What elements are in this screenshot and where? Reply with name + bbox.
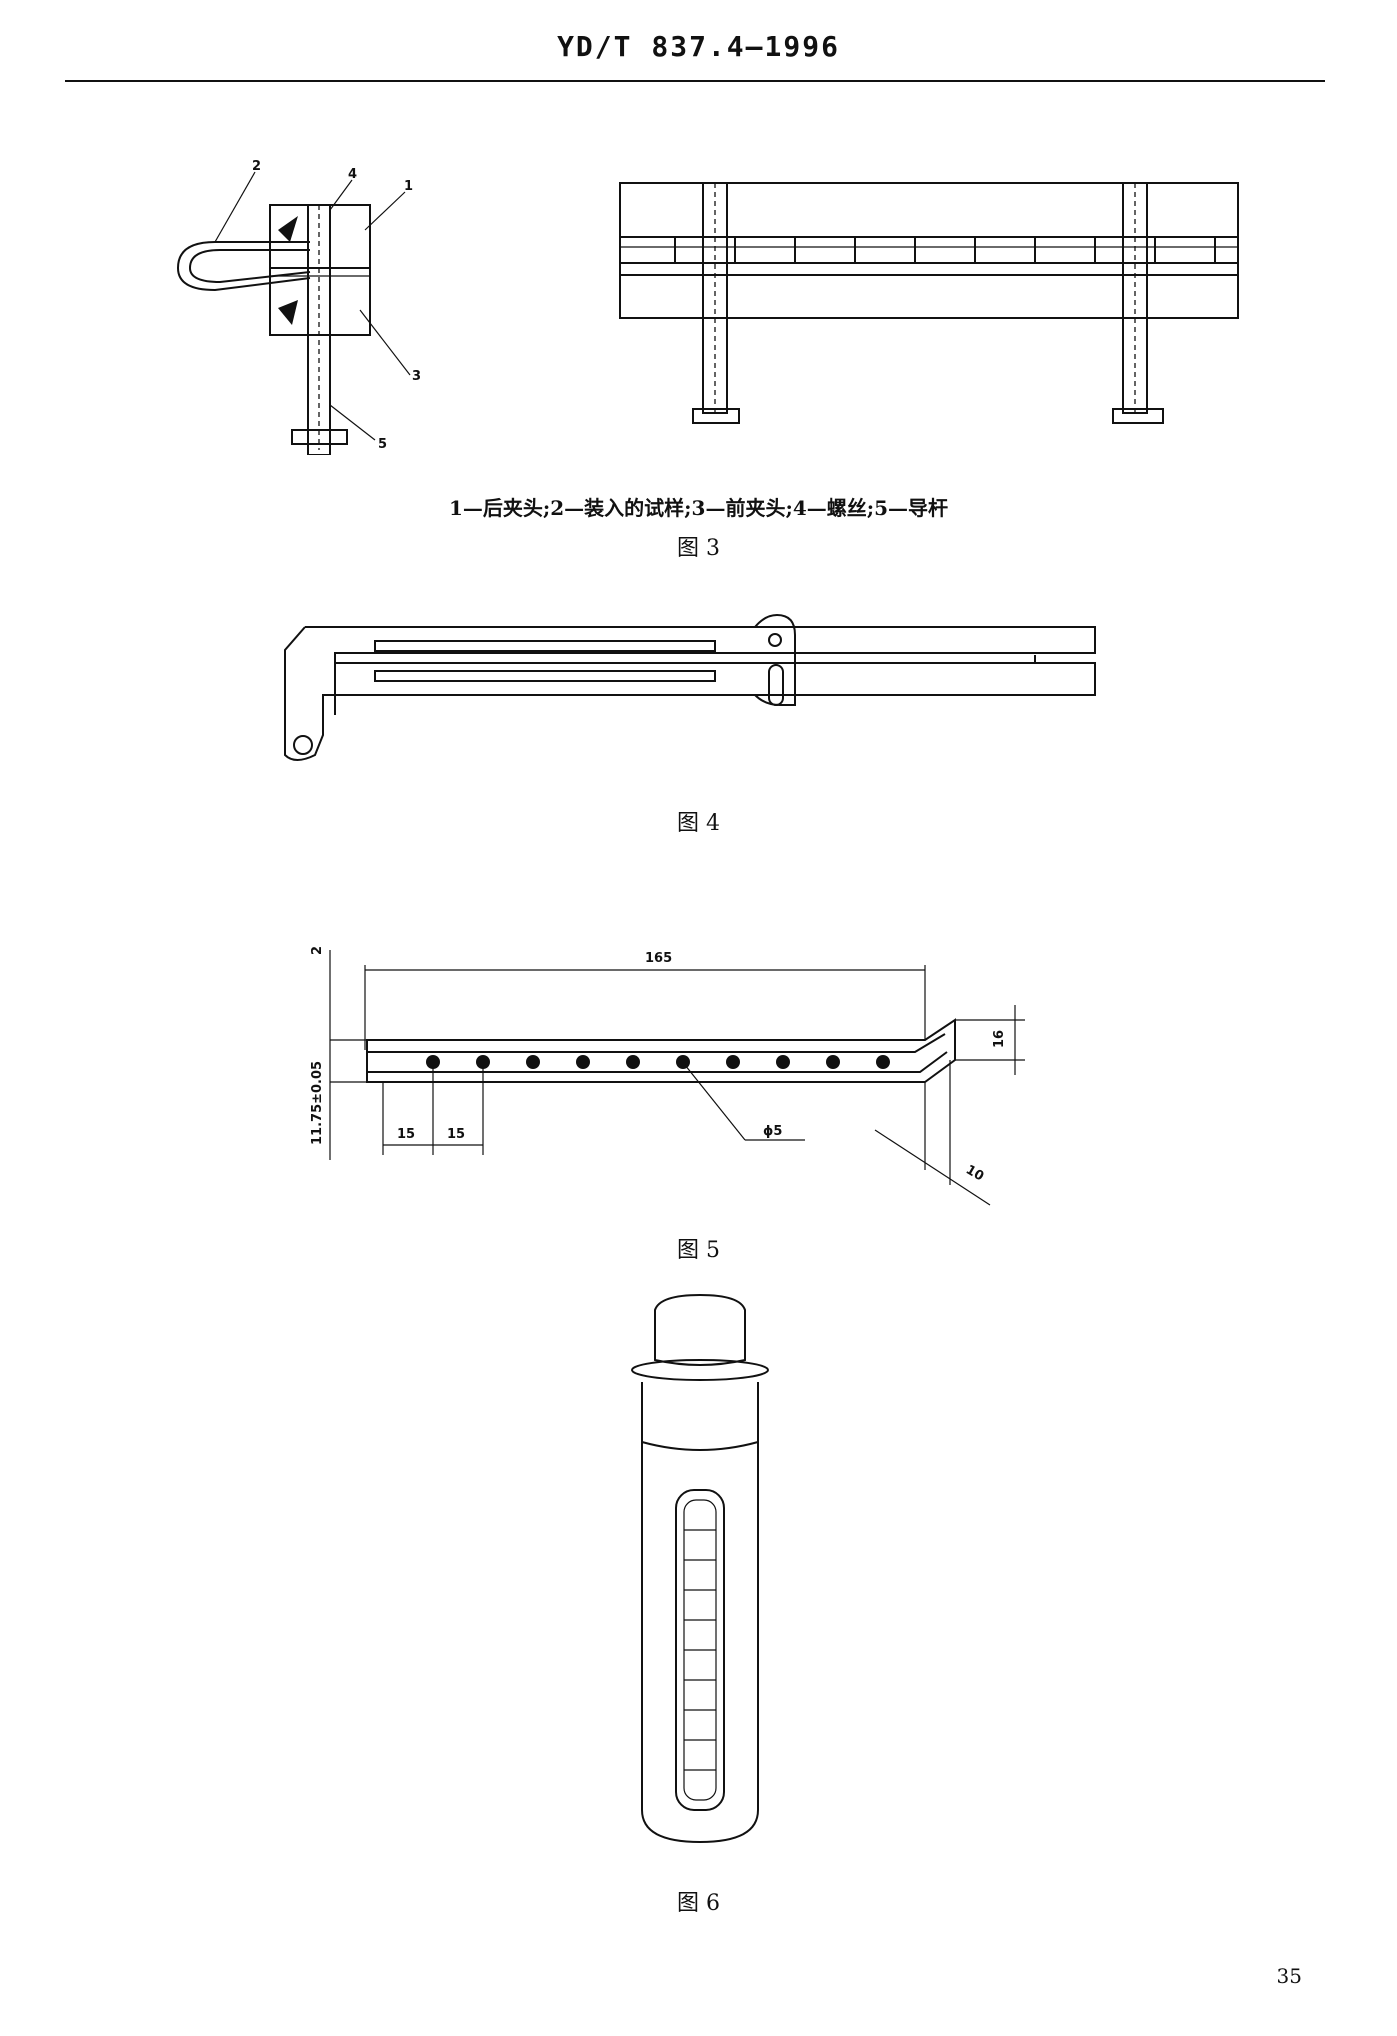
figure3-caption: 图 3 bbox=[677, 536, 720, 561]
callout-1: 1 bbox=[404, 179, 413, 194]
figure3-legend: 1—后夹头;2—装入的试样;3—前夹头;4—螺丝;5—导杆 bbox=[448, 496, 949, 520]
figure5-caption: 图 5 bbox=[677, 1238, 720, 1263]
figure4-caption: 图 4 bbox=[677, 811, 720, 836]
callout-2: 2 bbox=[252, 159, 261, 174]
dim-pitch-a: 15 bbox=[397, 1127, 415, 1142]
standard-header: YD/T 837.4—1996 bbox=[557, 30, 840, 63]
dim-pitch-b: 15 bbox=[447, 1127, 465, 1142]
figure4-drawing bbox=[284, 613, 1096, 761]
dim-end: 10 bbox=[963, 1162, 986, 1184]
figure6-caption: 图 6 bbox=[677, 1891, 720, 1916]
callout-5: 5 bbox=[378, 437, 387, 452]
dim-thickness: 2 bbox=[310, 946, 325, 955]
header-rule bbox=[65, 80, 1325, 82]
page-number: 35 bbox=[1276, 1964, 1302, 1988]
dim-depth: 16 bbox=[992, 1030, 1007, 1048]
callout-3: 3 bbox=[412, 369, 421, 384]
figure3-front-view bbox=[619, 182, 1239, 424]
figure5-drawing: 165 2 11.75±0.05 15 15 ϕ5 16 10 bbox=[310, 946, 1025, 1206]
dim-hole: ϕ5 bbox=[763, 1124, 782, 1139]
dim-length: 165 bbox=[645, 951, 672, 966]
dim-height: 11.75±0.05 bbox=[310, 1061, 325, 1145]
callout-4: 4 bbox=[348, 167, 357, 182]
figure6-test-tube-drawing bbox=[631, 1293, 769, 1844]
figure3-side-view: 2 4 1 3 5 bbox=[176, 159, 421, 455]
